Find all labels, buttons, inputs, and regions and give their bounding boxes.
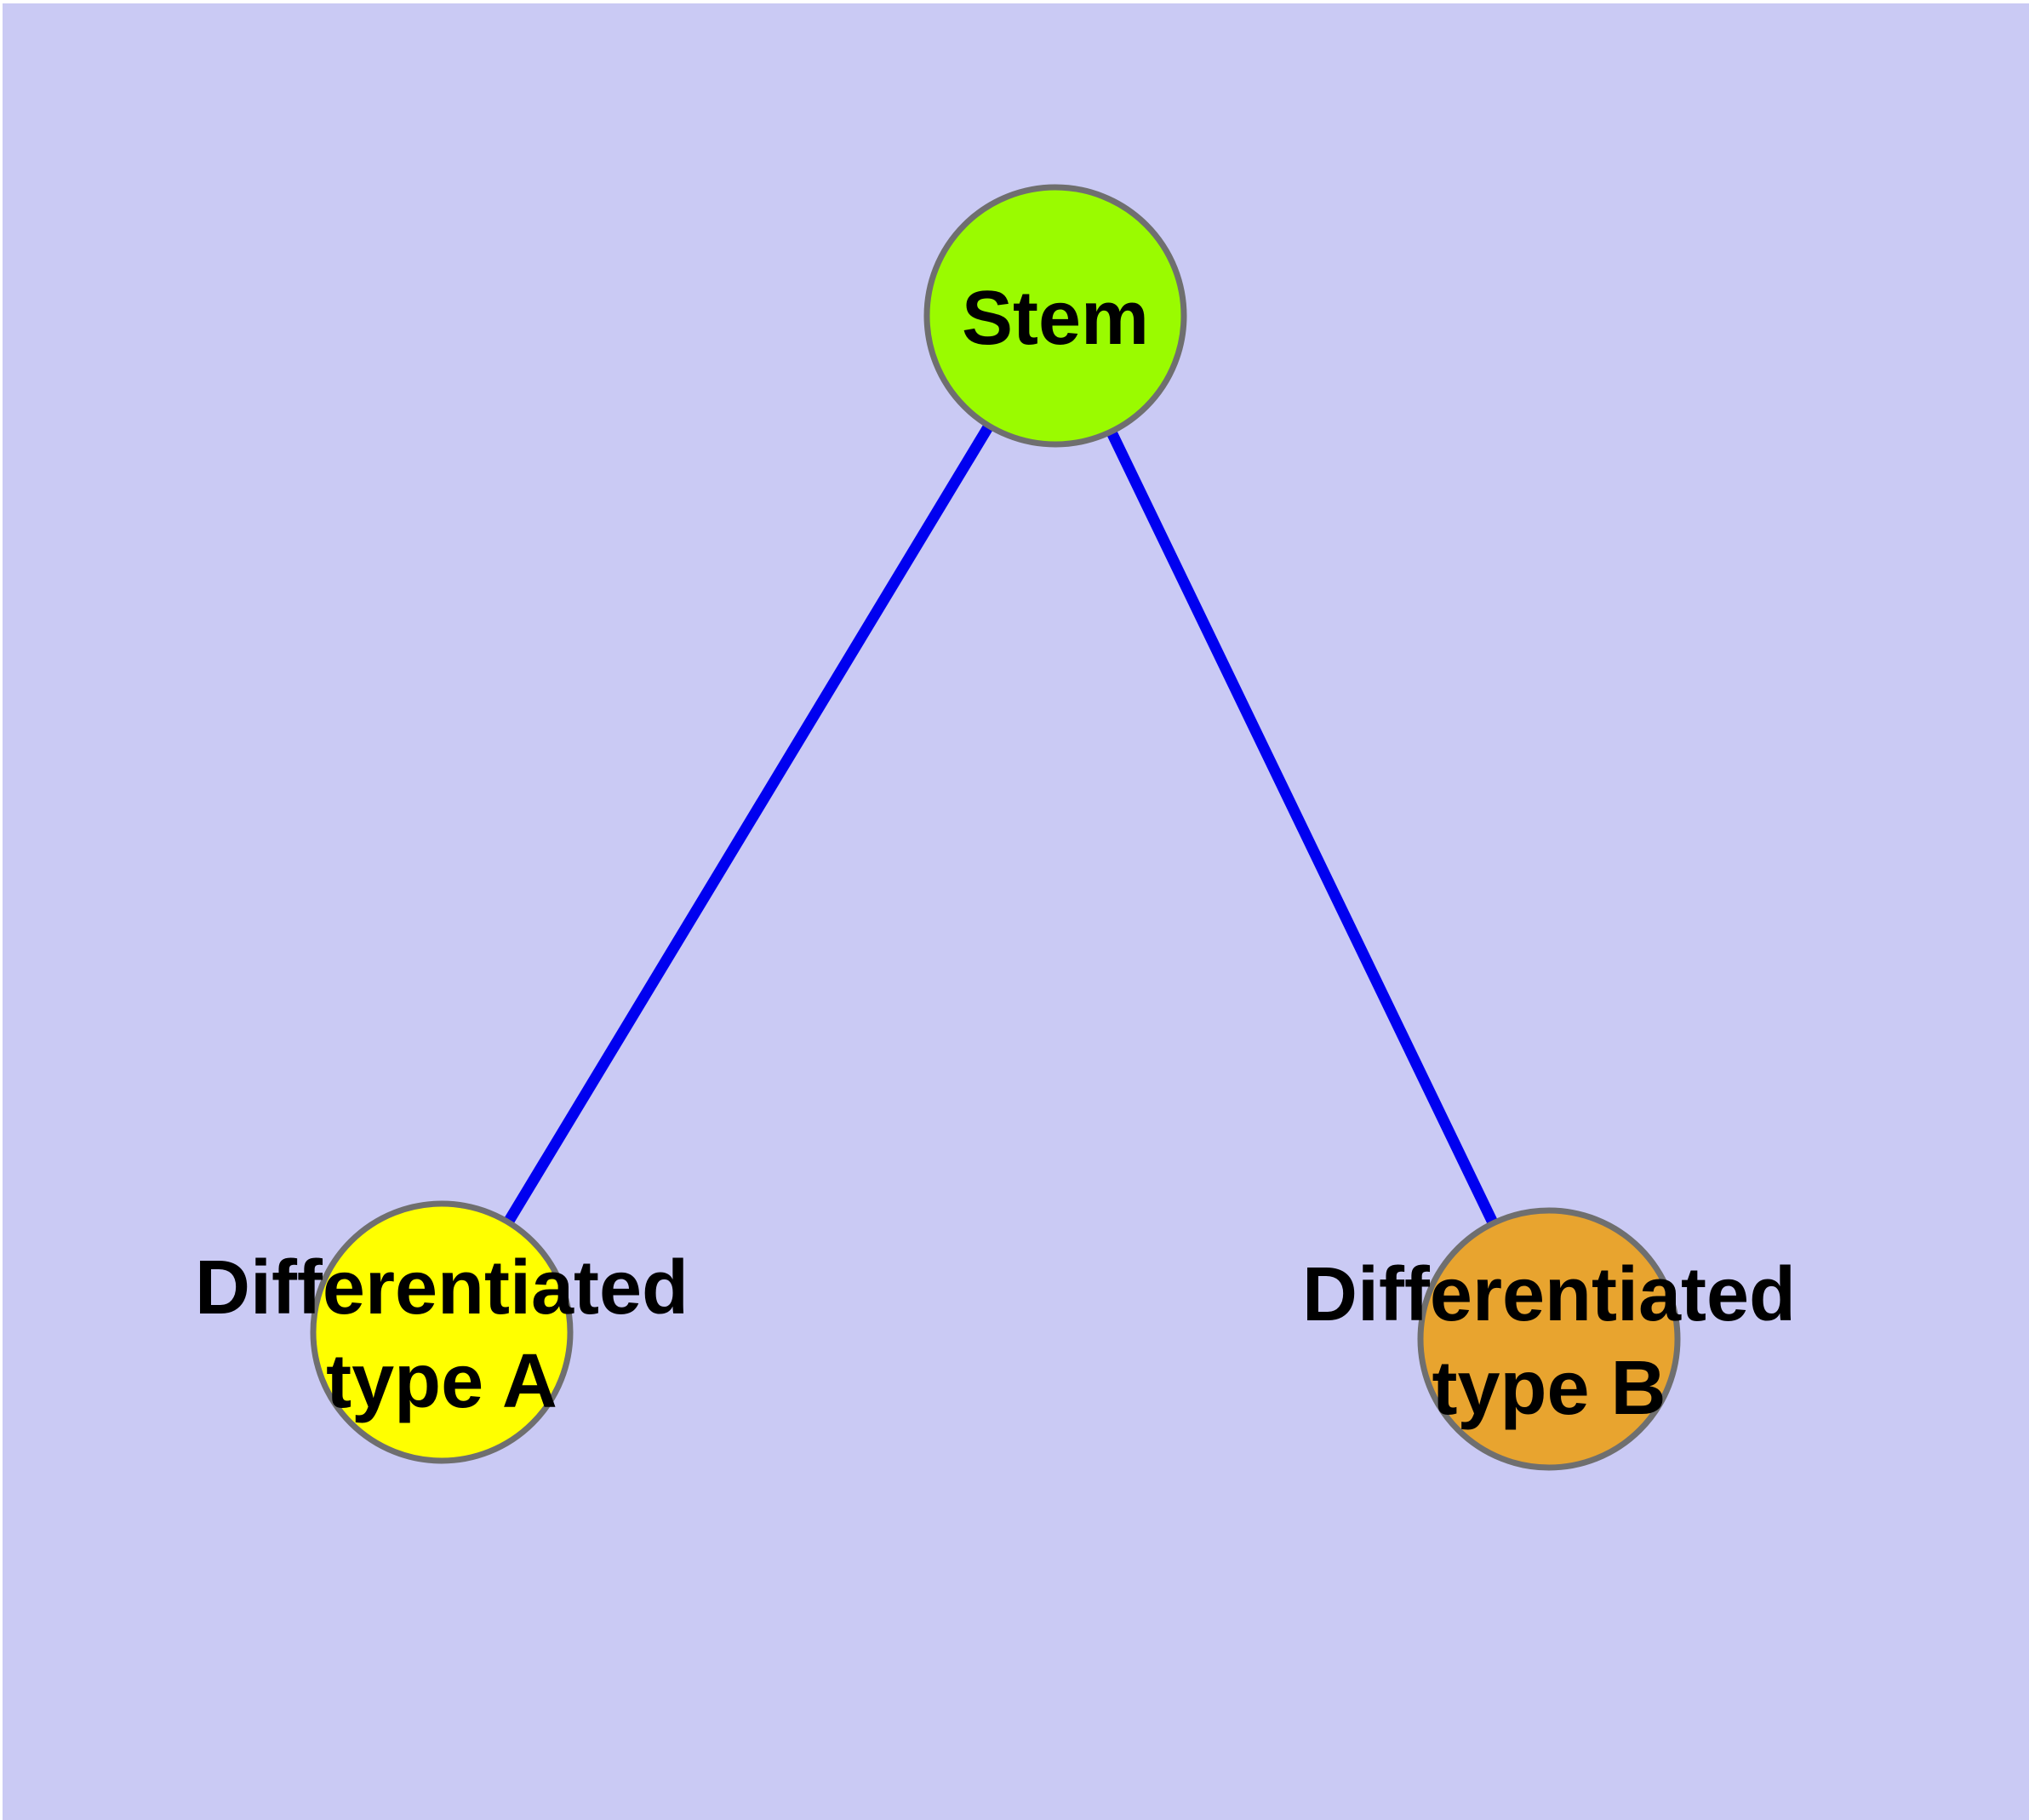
node-stem-label: Stem: [962, 276, 1149, 361]
node-differentiated-type-b: [1417, 1207, 1681, 1471]
node-type-a-label-line1: Differentiated: [195, 1245, 689, 1331]
edge-stem-to-type-b: [1050, 313, 1554, 1342]
node-stem: [923, 184, 1187, 448]
node-type-b-label-line1: Differentiated: [1302, 1252, 1796, 1337]
node-type-a-label-line2: type A: [326, 1339, 557, 1424]
node-differentiated-type-a: [310, 1200, 574, 1464]
node-type-b-label-line2: type B: [1432, 1346, 1666, 1431]
edge-stem-to-type-a: [437, 312, 1060, 1336]
